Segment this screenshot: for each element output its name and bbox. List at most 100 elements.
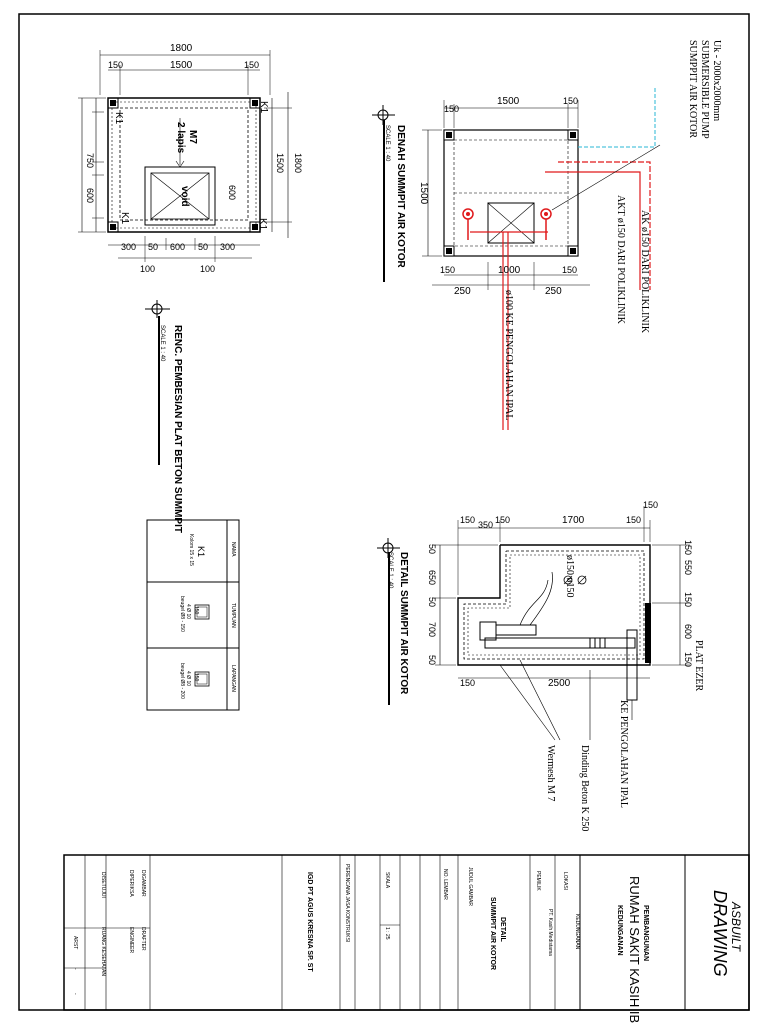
ct-l-stirrup: beugel Ø8 - 200	[179, 663, 185, 699]
detail-dim-150c: 150	[626, 515, 641, 525]
denah-note-ak: AK ø150 DARI POLIKLINIK	[639, 210, 650, 334]
detail-dim-150a: 150	[460, 515, 475, 525]
ct-header-nama: NAMA	[230, 542, 236, 557]
tb-disetujui-lbl: DISETUJUI	[100, 872, 106, 898]
pp-dim-600-inner: 600	[227, 185, 237, 200]
pp-dim-300b: 300	[220, 242, 235, 252]
column-table	[146, 519, 240, 711]
detail-dim-150-r3: 150	[683, 652, 693, 667]
ct-t-stirrup: beugel Ø8 - 150	[179, 596, 185, 632]
detail-dim-150b: 150	[495, 515, 510, 525]
pp-m7: M7	[187, 130, 198, 144]
tb-skala-lbl: SKALA	[384, 872, 390, 889]
pp-dim-600a: 600	[170, 242, 185, 252]
tb-judul-lbl: JUDUL GAMBAR	[467, 867, 473, 906]
detail-dim-350: 350	[478, 520, 493, 530]
pp-k1-tl: K1	[113, 112, 124, 125]
pp-dim-1500: 1500	[170, 60, 193, 71]
ct-t-rebar: 4 Ø 10	[185, 604, 191, 619]
tb-judul1: DETAIL	[499, 917, 506, 942]
pp-dim-150b: 150	[244, 60, 259, 70]
detail-dim-700: 700	[427, 622, 437, 637]
plan-plate	[78, 50, 292, 262]
pp-m7-lapis: 2 lapis	[175, 122, 186, 154]
pp-void: void	[179, 186, 190, 207]
tb-pemb: PEMBANGUNAN	[642, 905, 649, 961]
pp-k1-br: K1	[257, 218, 268, 231]
detail-dim-650: 650	[427, 570, 437, 585]
detail-dim-1700: 1700	[562, 515, 585, 526]
denah-note-pump3: Uk - 2000x2000mm	[711, 40, 722, 121]
pp-dim-150a: 150	[108, 60, 123, 70]
denah-dim-150d: 150	[562, 265, 577, 275]
pp-dim-100b: 100	[200, 264, 215, 274]
pp-dim-750: 750	[85, 153, 95, 168]
tb-arsitektur: ARST	[72, 936, 78, 949]
denah-scale: SCALE 1 : 40	[384, 125, 390, 162]
ct-size: Kolom 15 x 15	[188, 534, 194, 566]
denah-plan	[422, 100, 590, 290]
detail-dim-50c: 50	[427, 655, 437, 665]
pp-title: RENC. PEMBESIAN PLAT BETON SUMMPIT	[172, 325, 183, 533]
detail-dim-150e: 150	[460, 678, 475, 688]
ct-name: K1	[196, 546, 206, 557]
denah-dim-150a: 150	[444, 104, 459, 114]
denah-title-symbol	[372, 105, 395, 282]
denah-note-ipal: ø100 KE PENGOLAHAN IPAL	[503, 290, 514, 420]
detail-dim-50a: 50	[427, 544, 437, 554]
pp-scale: SCALE 1 : 40	[159, 325, 165, 362]
pp-dim-50a: 50	[148, 242, 158, 252]
pp-dim-600-left: 600	[85, 188, 95, 203]
ct-l-dim: 150	[193, 673, 199, 682]
detail-note-plat: PLAT EZER	[693, 640, 704, 692]
tb-drawing: DRAWING	[710, 890, 730, 977]
denah-dim-150c: 150	[440, 265, 455, 275]
detail-dim-600: 600	[683, 624, 693, 639]
tb-pm: RUANG KESEHATAN	[100, 927, 106, 976]
tb-engineer: ENGINEER	[128, 927, 134, 954]
ct-header-tumpuan: TUMPUAN	[230, 603, 236, 628]
denah-dim-1000: 1000	[498, 265, 521, 276]
pp-dim-1500-right: 1500	[275, 153, 285, 173]
tb-lokasi-lbl: LOKASI	[562, 872, 568, 890]
detail-dim-150-r1: 150	[683, 540, 693, 555]
denah-dim-1500: 1500	[497, 96, 520, 107]
ct-l-rebar: 4 Ø 10	[185, 671, 191, 686]
denah-note-pump1: SUMPPIT AIR KOTOR	[687, 40, 698, 138]
tb-pemilik-lbl: PEMILIK	[535, 871, 541, 891]
detail-note-pipe: ø150 ø150	[564, 555, 575, 598]
pp-dim-1800-right: 1800	[293, 153, 303, 173]
denah-dim-150b: 150	[563, 96, 578, 106]
denah-dim-250b: 250	[545, 286, 562, 297]
pp-dim-100a: 100	[140, 264, 155, 274]
tb-lokasi: KEDUNGANAN	[574, 914, 580, 950]
detail-title: DETAIL SUMMPIT AIR KOTOR	[398, 552, 409, 695]
tb-kontraktor: IGD PT AGUS KRESNA SP. ST	[306, 872, 313, 972]
tb-asbuilt: ASBUILT	[729, 901, 743, 953]
tb-perencana-lbl: PERENCANA JASA KONSTRUKSI	[344, 864, 350, 942]
detail-scale: SCALE 1 : 40	[387, 552, 393, 589]
denah-pipes	[462, 88, 661, 430]
detail-dim-2500: 2500	[548, 678, 571, 689]
tb-rs: RUMAH SAKIT KASIH IBU	[627, 876, 642, 1024]
denah-dim-1500-left: 1500	[418, 182, 429, 205]
ct-header-lapangan: LAPANGAN	[230, 665, 236, 692]
detail-section	[435, 506, 690, 741]
denah-title: DENAH SUMMPIT AIR KOTOR	[395, 125, 406, 269]
tb-dash2: -	[72, 993, 78, 995]
detail-dim-550: 550	[683, 560, 693, 575]
detail-note-ipal: KE PENGOLAHAN IPAL	[618, 700, 629, 808]
detail-title-symbol	[377, 538, 400, 705]
detail-dim-50b: 50	[427, 597, 437, 607]
pp-dim-300a: 300	[121, 242, 136, 252]
tb-dash1: -	[72, 968, 78, 970]
pp-k1-bl: K1	[119, 212, 130, 225]
tb-judul2: SUMMPIT AIR KOTOR	[489, 897, 496, 970]
tb-no-lbl: NO. LEMBAR	[442, 869, 448, 900]
detail-dim-150d: 150	[643, 500, 658, 510]
tb-pemilik: PT. Kasih Medistama	[547, 909, 553, 956]
pp-dim-1800: 1800	[170, 43, 193, 54]
tb-dibuat-lbl: DIGAMBAR	[140, 870, 146, 897]
detail-note-wermes: Wermesh M 7	[545, 745, 556, 801]
